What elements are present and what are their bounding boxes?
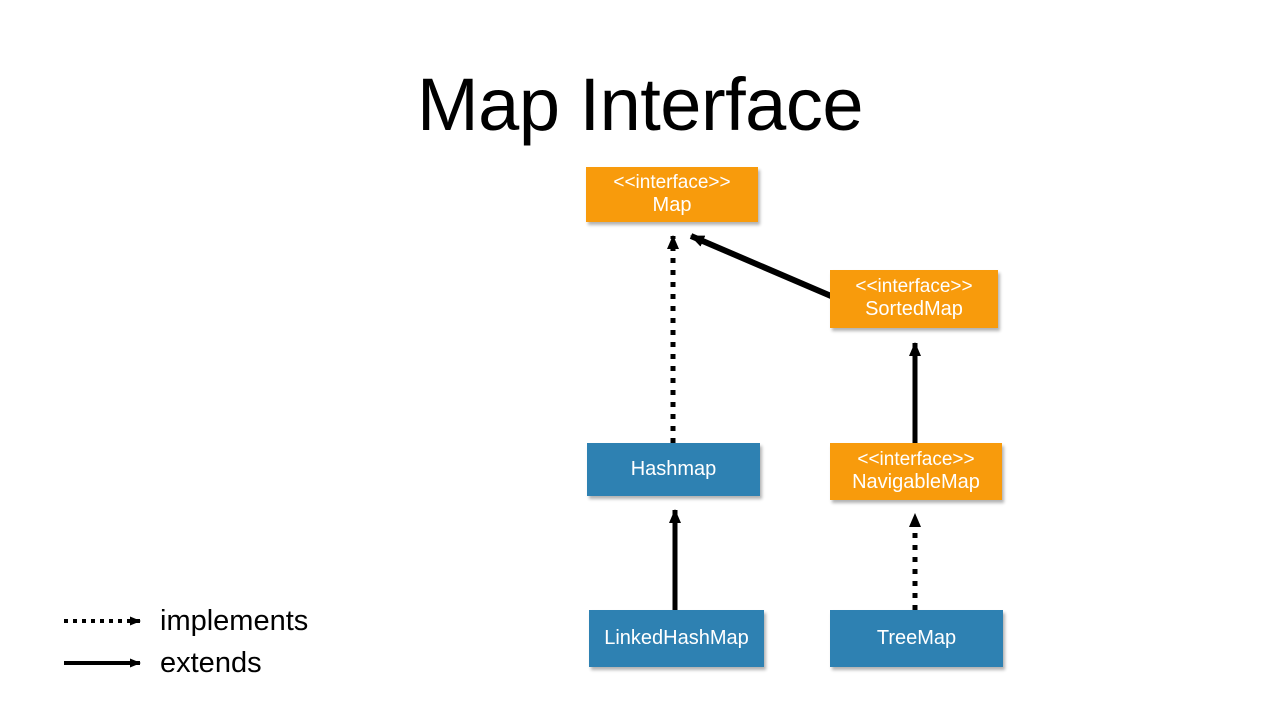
uml-node-sortedmap[interactable]: <<interface>> SortedMap xyxy=(830,270,998,328)
page-title: Map Interface xyxy=(417,63,863,146)
class-name-label: LinkedHashMap xyxy=(604,626,749,649)
uml-node-linkedhashmap[interactable]: LinkedHashMap xyxy=(589,610,764,667)
class-name-label: SortedMap xyxy=(865,298,963,321)
legend-label-extends: extends xyxy=(160,647,262,679)
uml-node-navigablemap[interactable]: <<interface>> NavigableMap xyxy=(830,443,1002,500)
edge-sortedmap-extends-map xyxy=(689,233,847,305)
stereotype-label: <<interface>> xyxy=(857,448,975,470)
uml-node-map[interactable]: <<interface>> Map xyxy=(586,167,758,222)
legend-label-implements: implements xyxy=(160,605,309,637)
stereotype-label: <<interface>> xyxy=(613,171,731,193)
legend-item-implements: implements xyxy=(60,600,390,642)
class-name-label: TreeMap xyxy=(876,626,957,649)
dotted-arrow-icon xyxy=(64,616,141,626)
solid-arrow-icon xyxy=(64,658,141,668)
stereotype-label: <<interface>> xyxy=(855,276,973,297)
class-name-label: NavigableMap xyxy=(852,470,980,493)
legend: implements extends xyxy=(60,600,390,684)
uml-node-hashmap[interactable]: Hashmap xyxy=(587,443,760,496)
uml-node-treemap[interactable]: TreeMap xyxy=(830,610,1003,667)
class-name-label: Hashmap xyxy=(630,457,717,480)
class-name-label: Map xyxy=(652,193,692,216)
legend-item-extends: extends xyxy=(60,642,390,684)
